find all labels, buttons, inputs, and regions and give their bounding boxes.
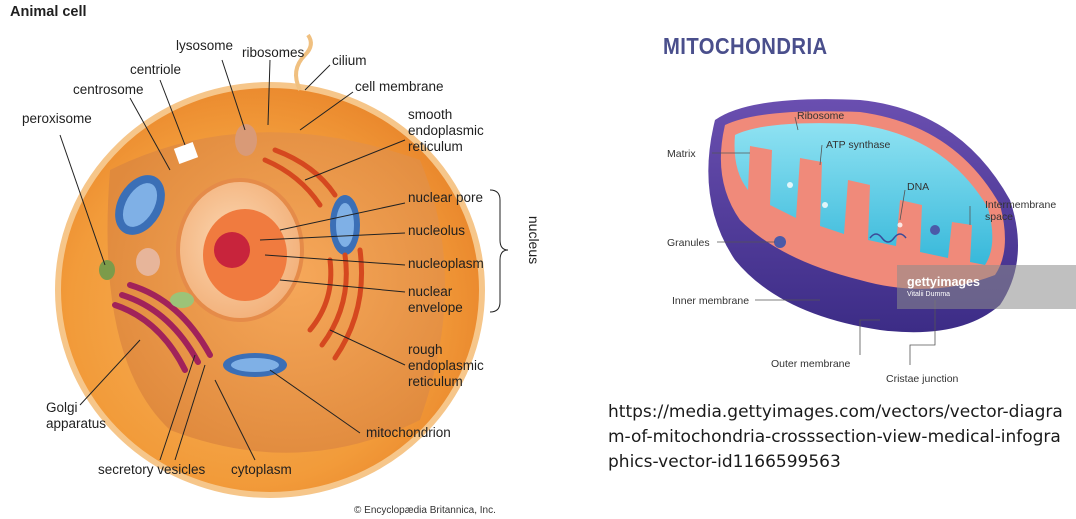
label-centriole: centriole xyxy=(130,62,181,78)
copyright-notice: © Encyclopædia Britannica, Inc. xyxy=(354,503,496,519)
label-cilium: cilium xyxy=(332,53,367,69)
label-nuclear-pore: nuclear pore xyxy=(408,190,483,206)
label-peroxisome: peroxisome xyxy=(22,111,92,127)
label-intermembrane-space: Intermembrane space xyxy=(985,199,1056,223)
label-smooth-er: smooth endoplasmic reticulum xyxy=(408,107,484,155)
label-nucleolus: nucleolus xyxy=(408,223,465,239)
label-atp-synthase: ATP synthase xyxy=(826,139,890,151)
label-dna: DNA xyxy=(907,181,929,193)
mitochondrion-shape xyxy=(223,353,287,377)
label-nucleoplasm: nucleoplasm xyxy=(408,256,484,272)
label-cristae-junction: Cristae junction xyxy=(886,373,958,385)
nucleolus-shape xyxy=(214,232,250,268)
label-lysosome: lysosome xyxy=(176,38,233,54)
label-granules: Granules xyxy=(667,237,710,249)
getty-logo: gettyimages xyxy=(907,275,980,289)
label-mitochondrion: mitochondrion xyxy=(366,425,451,441)
label-ribosomes: ribosomes xyxy=(242,45,304,61)
label-golgi: Golgi apparatus xyxy=(46,400,106,432)
label-nuclear-envelope: nuclear envelope xyxy=(408,284,463,316)
source-url-text: https://media.gettyimages.com/vectors/ve… xyxy=(608,400,1068,475)
label-matrix: Matrix xyxy=(667,148,696,160)
getty-credit: Vitalii Dumma xyxy=(907,291,950,298)
label-secretory-vesicles: secretory vesicles xyxy=(98,462,205,478)
label-cell-membrane: cell membrane xyxy=(355,79,444,95)
label-centrosome: centrosome xyxy=(73,82,144,98)
label-ribosome: Ribosome xyxy=(797,110,844,122)
animal-cell-illustration xyxy=(0,0,600,516)
label-outer-membrane: Outer membrane xyxy=(771,358,850,370)
label-cytoplasm: cytoplasm xyxy=(231,462,292,478)
label-rough-er: rough endoplasmic reticulum xyxy=(408,342,484,390)
label-nucleus-group: nucleus xyxy=(526,216,542,264)
label-inner-membrane: Inner membrane xyxy=(672,295,749,307)
mitochondrion-shape xyxy=(330,195,360,255)
